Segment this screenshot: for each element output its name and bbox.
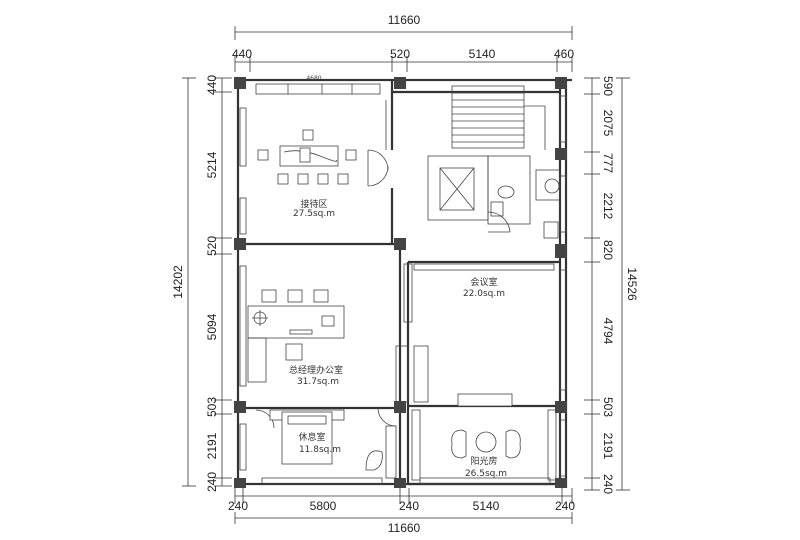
left-seg-2: 5214 [205, 151, 219, 178]
meeting-room-furniture [395, 263, 555, 407]
left-seg-7: 240 [205, 472, 219, 492]
room-labels: 接待区 27.5sq.m 总经理办公室 31.7sq.m 休息室 11.8sq.… [289, 198, 507, 479]
right-seg-5: 820 [601, 240, 615, 260]
windows [239, 83, 567, 485]
room-reception-area: 27.5sq.m [293, 209, 335, 219]
room-bedroom-area: 11.8sq.m [299, 445, 341, 455]
left-seg-5: 503 [205, 397, 219, 417]
elevator-core [427, 155, 561, 239]
top-seg-1: 440 [232, 47, 252, 61]
right-seg-6: 4794 [601, 318, 615, 345]
small-top-label: 4680 [306, 75, 321, 82]
office-furniture [247, 289, 345, 383]
bottom-seg-4: 5140 [473, 499, 500, 513]
room-office-area: 31.7sq.m [297, 377, 339, 387]
doors [255, 149, 397, 429]
room-meeting-area: 22.0sq.m [463, 289, 505, 299]
right-seg-7: 503 [601, 397, 615, 417]
left-total-label: 14202 [171, 265, 185, 299]
dimension-labels: 11660 440 520 5140 460 240 5800 240 5140… [171, 13, 639, 535]
right-seg-2: 2075 [601, 110, 615, 137]
room-bedroom-name: 休息室 [298, 431, 325, 443]
room-sunroom-area: 26.5sq.m [465, 469, 507, 479]
top-seg-2: 520 [390, 47, 410, 61]
left-seg-6: 2191 [205, 432, 219, 459]
bottom-total-label: 11660 [388, 521, 421, 535]
reception-furniture [257, 129, 357, 185]
right-seg-9: 240 [601, 474, 615, 494]
room-reception-name: 接待区 [300, 198, 327, 210]
bottom-seg-3: 240 [399, 499, 419, 513]
top-total-label: 11660 [388, 13, 421, 27]
top-seg-4: 460 [554, 47, 574, 61]
bottom-seg-5: 240 [555, 499, 575, 513]
room-meeting-name: 会议室 [470, 276, 497, 288]
columns [234, 77, 567, 488]
right-seg-8: 2191 [601, 433, 615, 460]
room-office-name: 总经理办公室 [289, 364, 343, 376]
dimension-lines [182, 26, 630, 524]
sunroom-furniture [411, 409, 557, 481]
bedroom-furniture [269, 409, 397, 479]
top-seg-3: 5140 [469, 47, 496, 61]
left-seg-4: 5094 [205, 313, 219, 340]
room-sunroom-name: 阳光房 [470, 455, 497, 467]
right-seg-1: 590 [601, 76, 615, 96]
right-seg-3: 777 [601, 153, 615, 173]
stairs [451, 85, 546, 150]
right-total-label: 14526 [625, 267, 639, 301]
left-seg-1: 440 [205, 75, 219, 95]
left-seg-3: 520 [205, 236, 219, 256]
bottom-seg-1: 240 [228, 499, 248, 513]
right-seg-4: 2212 [601, 193, 615, 220]
bottom-seg-2: 5800 [310, 499, 337, 513]
